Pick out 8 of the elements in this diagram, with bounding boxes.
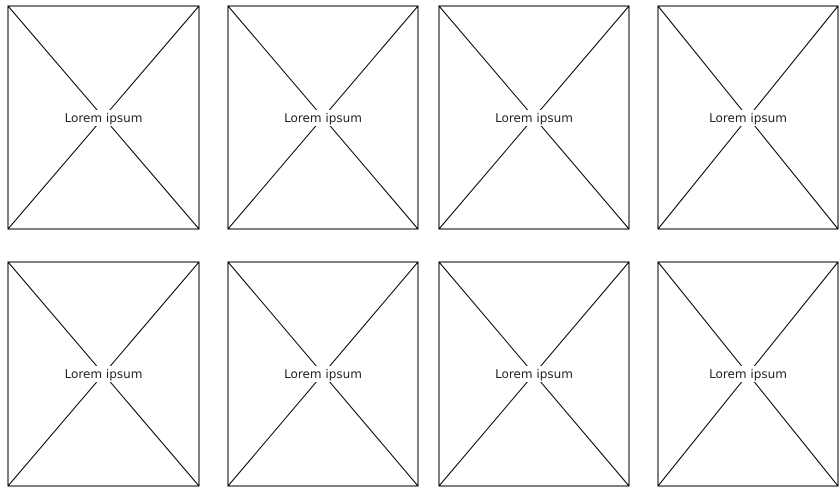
placeholder-label: Lorem ipsum [707, 366, 789, 382]
placeholder-label: Lorem ipsum [62, 110, 144, 126]
placeholder-label: Lorem ipsum [493, 110, 575, 126]
placeholder-label: Lorem ipsum [493, 366, 575, 382]
placeholder-label: Lorem ipsum [62, 366, 144, 382]
placeholder-label: Lorem ipsum [282, 366, 364, 382]
placeholder-label: Lorem ipsum [707, 110, 789, 126]
placeholder-label: Lorem ipsum [282, 110, 364, 126]
